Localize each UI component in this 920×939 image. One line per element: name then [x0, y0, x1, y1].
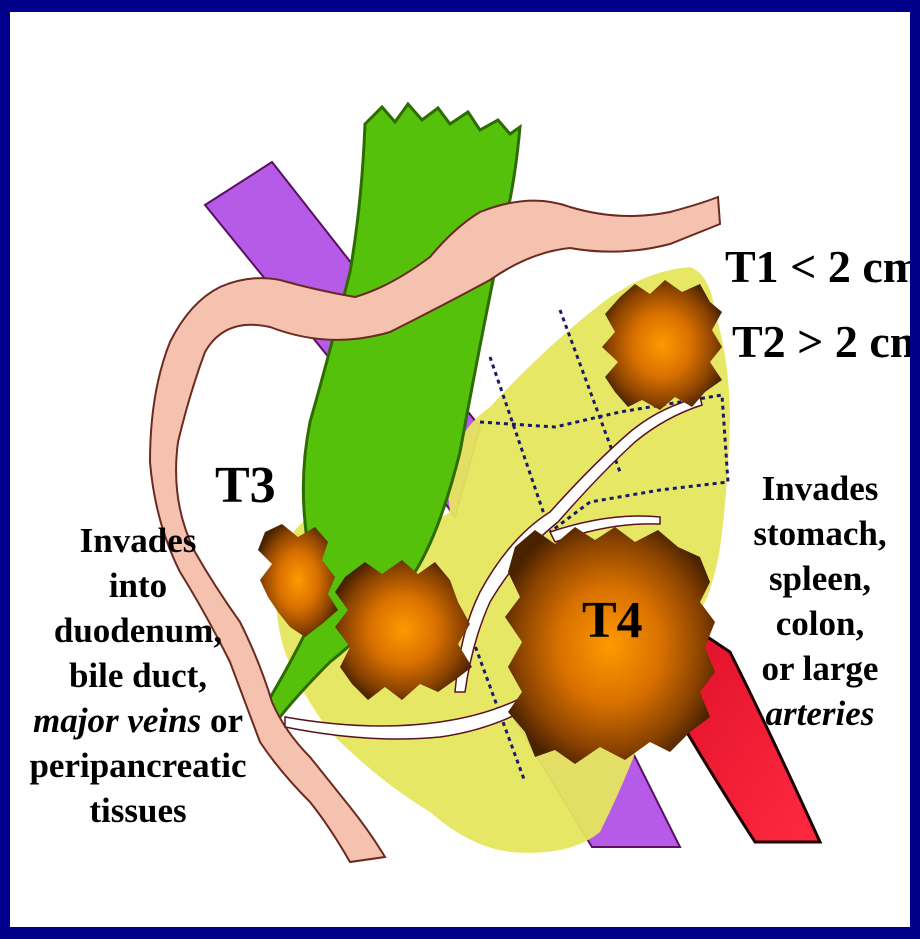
- t3-desc-major-veins: major veins: [33, 701, 201, 740]
- t4-description: Invades stomach, spleen, colon, or large…: [753, 469, 886, 733]
- t3-desc-line-1: Invades: [80, 521, 197, 560]
- t3-desc-line-2: into: [109, 566, 167, 605]
- t3-desc-line-3: duodenum,: [54, 611, 222, 650]
- tumor-t1-t2: [602, 280, 722, 410]
- t3-description: Invades into duodenum, bile duct, major …: [29, 521, 246, 830]
- t3-desc-line-5: major veins or: [33, 701, 243, 740]
- label-t4: T4: [582, 592, 643, 649]
- label-t3: T3: [215, 457, 276, 514]
- t4-desc-line-2: stomach,: [753, 514, 886, 553]
- label-t2: T2 > 2 cm: [732, 316, 910, 367]
- t3-desc-or: or: [201, 701, 243, 740]
- t4-desc-line-5: or large: [762, 649, 879, 688]
- t4-desc-line-6: arteries: [766, 694, 875, 733]
- t4-desc-line-4: colon,: [776, 604, 864, 643]
- t3-desc-line-6: peripancreatic: [29, 746, 246, 785]
- pancreatic-tumor-staging-diagram: T1 < 2 cm T2 > 2 cm T3 T4 Invades into d…: [10, 12, 910, 927]
- t3-desc-line-4: bile duct,: [69, 656, 207, 695]
- t4-desc-line-3: spleen,: [769, 559, 871, 598]
- tumor-t3-small: [258, 524, 338, 637]
- label-t1: T1 < 2 cm: [725, 241, 910, 292]
- slide-canvas: T1 < 2 cm T2 > 2 cm T3 T4 Invades into d…: [10, 12, 910, 927]
- t3-desc-line-7: tissues: [89, 791, 186, 830]
- t4-desc-line-1: Invades: [762, 469, 879, 508]
